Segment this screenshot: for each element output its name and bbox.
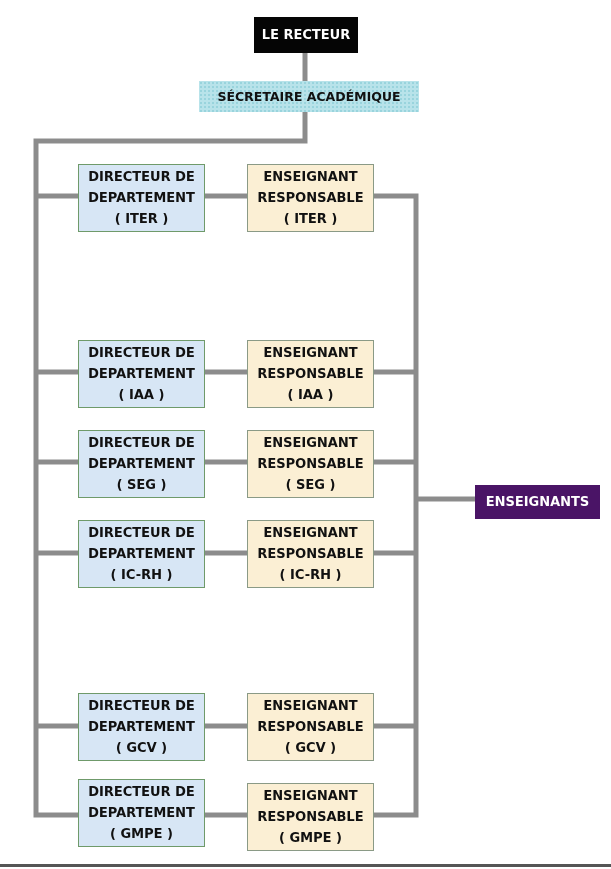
enseignant-dept: ( GMPE ) <box>279 830 342 846</box>
enseignant-line: ENSEIGNANT <box>263 525 358 541</box>
enseignant-line: RESPONSABLE <box>257 546 364 562</box>
enseignant-line: RESPONSABLE <box>257 456 364 472</box>
director-ic-rh-node: DIRECTEUR DE DEPARTEMENT ( IC-RH ) <box>78 520 205 588</box>
director-line: DIRECTEUR DE <box>88 169 195 185</box>
enseignants-label: ENSEIGNANTS <box>485 494 590 510</box>
director-line: DEPARTEMENT <box>88 190 195 206</box>
director-line: DEPARTEMENT <box>88 805 195 821</box>
director-dept: ( IAA ) <box>118 387 165 403</box>
secretaire-node: SÉCRETAIRE ACADÉMIQUE <box>199 81 419 112</box>
enseignant-line: ENSEIGNANT <box>263 435 358 451</box>
enseignant-gcv-node: ENSEIGNANT RESPONSABLE ( GCV ) <box>247 693 374 761</box>
enseignant-line: ENSEIGNANT <box>263 788 358 804</box>
director-line: DIRECTEUR DE <box>88 435 195 451</box>
director-line: DIRECTEUR DE <box>88 345 195 361</box>
enseignant-dept: ( SEG ) <box>285 477 336 493</box>
enseignant-iter-node: ENSEIGNANT RESPONSABLE ( ITER ) <box>247 164 374 232</box>
director-line: DEPARTEMENT <box>88 366 195 382</box>
recteur-label: LE RECTEUR <box>261 27 351 43</box>
director-gcv-node: DIRECTEUR DE DEPARTEMENT ( GCV ) <box>78 693 205 761</box>
enseignant-line: RESPONSABLE <box>257 190 364 206</box>
enseignant-dept: ( IC-RH ) <box>279 567 342 583</box>
enseignant-iaa-node: ENSEIGNANT RESPONSABLE ( IAA ) <box>247 340 374 408</box>
enseignant-gmpe-node: ENSEIGNANT RESPONSABLE ( GMPE ) <box>247 783 374 851</box>
director-iaa-node: DIRECTEUR DE DEPARTEMENT ( IAA ) <box>78 340 205 408</box>
enseignant-seg-node: ENSEIGNANT RESPONSABLE ( SEG ) <box>247 430 374 498</box>
enseignant-line: RESPONSABLE <box>257 366 364 382</box>
enseignant-dept: ( GCV ) <box>284 740 337 756</box>
director-line: DIRECTEUR DE <box>88 525 195 541</box>
enseignant-ic-rh-node: ENSEIGNANT RESPONSABLE ( IC-RH ) <box>247 520 374 588</box>
director-line: DEPARTEMENT <box>88 719 195 735</box>
recteur-node: LE RECTEUR <box>254 17 358 53</box>
bottom-divider <box>0 864 611 867</box>
enseignant-line: ENSEIGNANT <box>263 698 358 714</box>
director-seg-node: DIRECTEUR DE DEPARTEMENT ( SEG ) <box>78 430 205 498</box>
director-iter-node: DIRECTEUR DE DEPARTEMENT ( ITER ) <box>78 164 205 232</box>
enseignant-line: RESPONSABLE <box>257 719 364 735</box>
director-line: DEPARTEMENT <box>88 456 195 472</box>
director-dept: ( SEG ) <box>116 477 167 493</box>
director-line: DIRECTEUR DE <box>88 784 195 800</box>
director-dept: ( IC-RH ) <box>110 567 173 583</box>
director-dept: ( ITER ) <box>114 211 169 227</box>
director-gmpe-node: DIRECTEUR DE DEPARTEMENT ( GMPE ) <box>78 779 205 847</box>
director-dept: ( GMPE ) <box>110 826 173 842</box>
enseignant-dept: ( ITER ) <box>283 211 338 227</box>
director-dept: ( GCV ) <box>115 740 168 756</box>
enseignant-line: ENSEIGNANT <box>263 345 358 361</box>
enseignant-line: RESPONSABLE <box>257 809 364 825</box>
enseignant-dept: ( IAA ) <box>287 387 334 403</box>
director-line: DEPARTEMENT <box>88 546 195 562</box>
enseignant-line: ENSEIGNANT <box>263 169 358 185</box>
director-line: DIRECTEUR DE <box>88 698 195 714</box>
secretaire-label: SÉCRETAIRE ACADÉMIQUE <box>217 89 401 104</box>
enseignants-node: ENSEIGNANTS <box>475 485 600 519</box>
